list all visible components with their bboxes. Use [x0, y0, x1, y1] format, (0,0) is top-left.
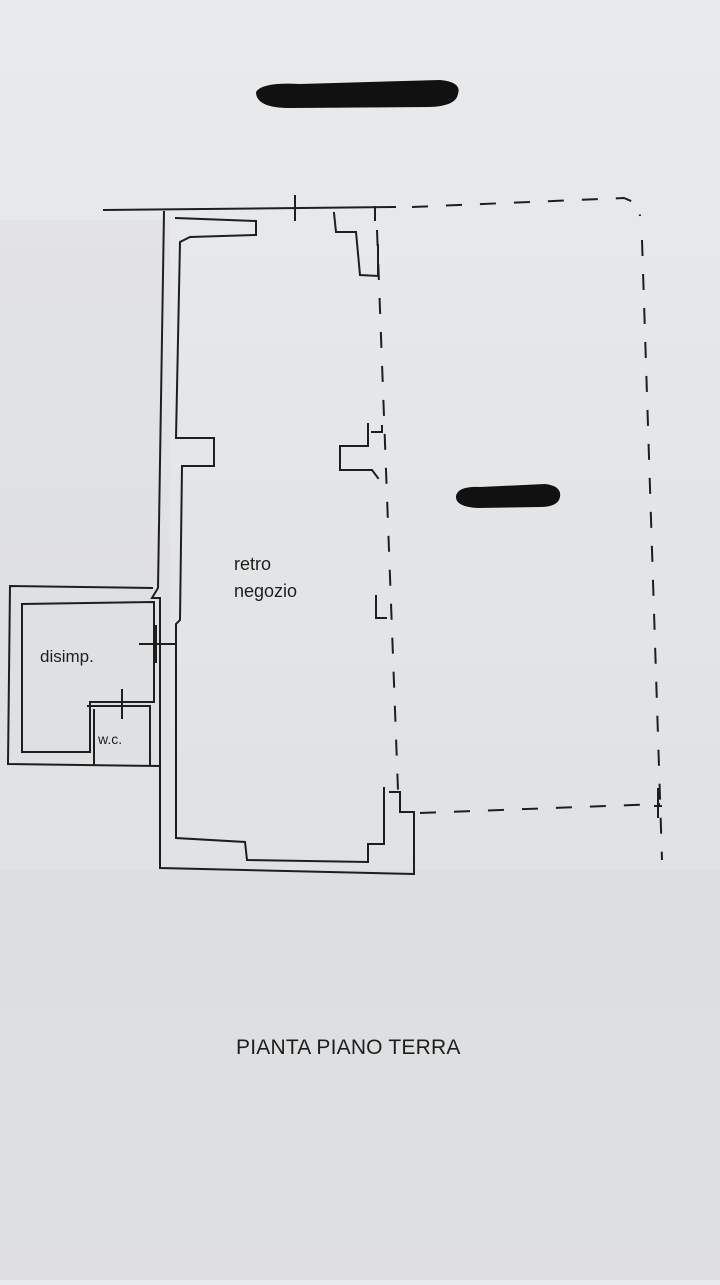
- dashed-boundary-right: [641, 239, 663, 861]
- dashed-boundary-bottom: [419, 803, 661, 814]
- inner-wall-notch-top: [332, 211, 379, 278]
- outer-wall-left: [150, 210, 416, 876]
- room-label-retro: retro: [234, 554, 272, 574]
- top-boundary-line: [102, 205, 397, 212]
- outer-wall-right-bottom: [389, 791, 415, 875]
- inner-wall-notch-middle: [339, 423, 380, 480]
- room-label-negozio: negozio: [234, 581, 298, 601]
- paper-shadow: [0, 220, 170, 760]
- dashed-boundary-top: [411, 196, 641, 217]
- dashed-boundary-inner: [376, 229, 399, 791]
- redaction-mark-top: [256, 80, 459, 108]
- redaction-mark-side: [455, 484, 561, 508]
- boundary-corner-tick: [654, 788, 662, 818]
- room-label-disimpegno: disimp.: [40, 647, 94, 666]
- door-symbol-disimp: [139, 625, 177, 663]
- paper-shadow: [0, 870, 720, 1280]
- inner-wall-notch-lower: [375, 595, 387, 619]
- inner-wall-tick: [371, 425, 383, 433]
- boundary-ticks: [294, 195, 376, 221]
- wc-walls: [87, 705, 151, 765]
- annex-outer-wall: [6, 584, 162, 768]
- plan-title: PIANTA PIANO TERRA: [236, 1036, 461, 1059]
- room-label-wc: w.c.: [98, 731, 123, 747]
- annex-inner-wall: [21, 600, 155, 753]
- inner-wall-retro-negozio: [174, 216, 385, 864]
